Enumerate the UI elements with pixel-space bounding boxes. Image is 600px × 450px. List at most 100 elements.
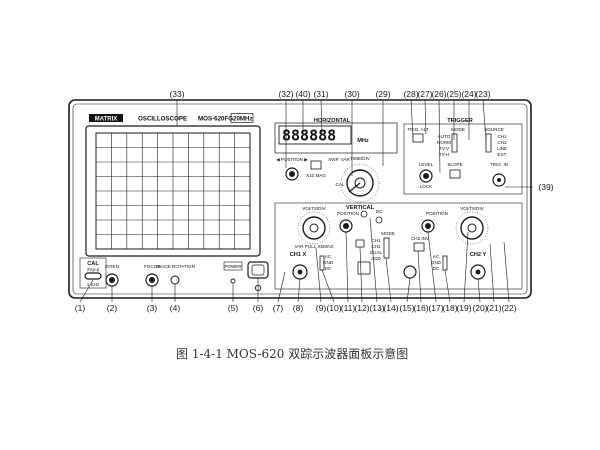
ch2-y-label: CH2 Y [470, 252, 487, 258]
bottom-callout-leader-6 [277, 271, 286, 303]
ch2-var-knob[interactable] [467, 223, 477, 233]
ch2-inv-button[interactable] [413, 242, 425, 252]
frequency-display [278, 125, 352, 145]
bottom-callout-18: (19) [456, 303, 471, 313]
cal-terminal-box [79, 257, 107, 289]
level-knob[interactable] [419, 169, 433, 183]
ch1-input-pin [297, 269, 303, 275]
time-div-knob[interactable] [346, 169, 374, 197]
h-position-knob[interactable] [285, 167, 299, 181]
bottom-callout-leader-15 [417, 250, 422, 303]
bottom-callout-leader-21 [503, 241, 510, 303]
bottom-callout-9: (10) [326, 303, 341, 313]
top-callout-5: (29) [375, 89, 390, 99]
top-callout-4: (30) [344, 89, 359, 99]
ch1-dc-bal[interactable] [360, 210, 368, 218]
ch1-gnd-label: GND [323, 260, 334, 265]
swp-var-knob[interactable] [354, 177, 366, 189]
cal-terminal[interactable] [84, 272, 102, 280]
ch1-ac-label: AC [325, 254, 332, 259]
mode-ch1-label: CH1 [371, 238, 381, 243]
bottom-callout-leader-18 [463, 231, 469, 303]
mode-tvh-label: TV-H [439, 152, 449, 157]
trigger-section-title: TRIGGER [447, 118, 472, 124]
top-callout-3: (31) [313, 89, 328, 99]
vertical-panel-box [274, 202, 523, 290]
frequency-digits: 888888 [282, 127, 336, 145]
cal-frequency-label: 1 KHz [87, 282, 100, 287]
x10-mag-button[interactable] [310, 160, 322, 170]
bottom-callout-5: (6) [253, 303, 264, 313]
slope-button[interactable] [449, 169, 461, 179]
top-callout-leader-8 [438, 99, 441, 174]
brand-label: MATRIX [95, 116, 118, 122]
graticule-grid [96, 133, 250, 249]
ch1-alt-chop-button[interactable] [355, 239, 365, 248]
frequency-display-box [274, 122, 398, 154]
vertical-mode-switch[interactable] [383, 237, 390, 259]
focus-knob-cap [149, 277, 155, 283]
ch2-dc-bal[interactable] [375, 216, 383, 224]
bottom-callout-leader-17 [444, 269, 451, 303]
trig-in-connector[interactable] [492, 173, 506, 187]
top-callout-leader-3 [320, 99, 323, 134]
trig-alt-label: TRIG. ALT [407, 127, 429, 132]
model-label: MOS-620FG [198, 116, 233, 123]
bottom-callout-10: (11) [341, 303, 356, 313]
bottom-callout-8: (9) [316, 303, 327, 313]
mode-switch[interactable] [451, 133, 458, 153]
intensity-label: INTEN [105, 264, 119, 269]
bottom-callout-leader-19 [477, 278, 481, 303]
source-ext-label: EXT [498, 152, 507, 157]
ch2-volts-div-knob[interactable] [460, 216, 484, 240]
bottom-callout-leader-11 [359, 246, 363, 303]
bottom-callout-15: (16) [413, 303, 428, 313]
ch1-var-knob[interactable] [309, 223, 319, 233]
bandwidth-label: 20MHz [233, 116, 253, 123]
top-callout-7: (27) [417, 89, 432, 99]
top-callout-11: (23) [475, 89, 490, 99]
bottom-callout-leader-14 [406, 277, 411, 303]
mode-label: MODE [451, 127, 465, 132]
ch2-position-knob-cap [425, 223, 431, 229]
swp-var-label: SWP. VAR [328, 157, 350, 162]
ch1-volts-div-label: VOLTS/DIV [302, 206, 327, 211]
ch2-ac-label: AC [433, 254, 440, 259]
power-switch[interactable] [247, 261, 269, 279]
power-label-box [223, 261, 243, 271]
bottom-callout-7: (8) [293, 303, 304, 313]
x10-mag-label: X10 MAG [306, 173, 326, 178]
power-switch-face [251, 264, 265, 276]
case-outline [68, 99, 532, 299]
ch2-coupling-switch[interactable] [442, 255, 448, 271]
dc-bal-label: DC [376, 209, 383, 214]
title-label: OSCILLOSCOPE [138, 116, 187, 123]
source-label: SOURCE [484, 127, 504, 132]
trace-rotation-control[interactable] [170, 275, 180, 285]
brand-badge [89, 114, 123, 122]
chassis-ground[interactable] [403, 265, 417, 279]
bottom-callout-14: (15) [399, 303, 414, 313]
bottom-callout-1: (2) [107, 303, 118, 313]
bandwidth-badge [230, 113, 254, 123]
ch1-volts-div-knob[interactable] [302, 216, 326, 240]
ch1-position-knob-cap [343, 223, 349, 229]
bottom-callout-leader-7 [297, 278, 301, 303]
source-switch[interactable] [485, 133, 492, 153]
ch1-var-pull-label: VAR PULL X5MAG [294, 244, 333, 249]
bottom-callout-11: (12) [354, 303, 369, 313]
mode-add-label: ADD [371, 256, 381, 261]
top-callout-6: (28) [403, 89, 418, 99]
ch2-dc-label: DC [433, 266, 440, 271]
bottom-callout-leader-0 [79, 279, 94, 303]
h-position-knob-cap [289, 171, 295, 177]
ch2-inv-label: CH2 INV [411, 236, 430, 241]
bottom-callout-leader-12 [369, 217, 378, 303]
mode-tvv-label: TV-V [439, 146, 450, 151]
time-div-scale [340, 163, 380, 203]
bottom-callout-leader-16 [427, 231, 437, 303]
trig-alt-button[interactable] [412, 133, 424, 143]
top-callout-9: (25) [446, 89, 461, 99]
trigger-panel-box [403, 123, 523, 195]
